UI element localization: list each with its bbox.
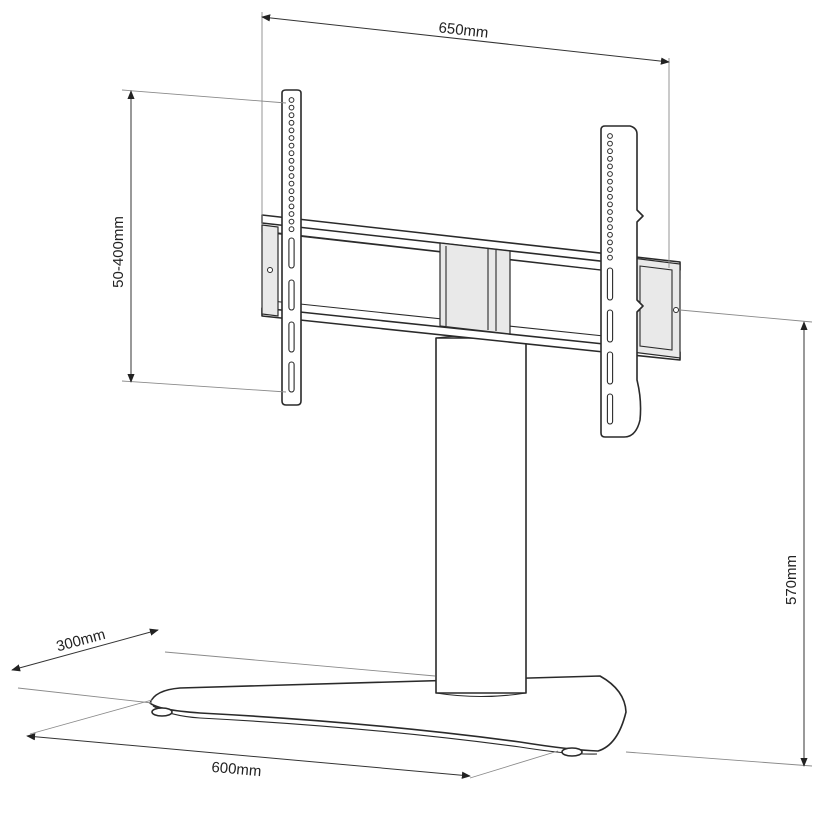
mounting-slot (606, 393, 614, 425)
mounting-hole (607, 231, 613, 238)
dim-label-50-400mm: 50-400mm (110, 216, 127, 288)
mounting-hole (607, 178, 613, 185)
mounting-hole (288, 119, 295, 126)
dim-line-650mm (261, 14, 670, 65)
mounting-slot (288, 321, 295, 353)
mounting-hole (607, 254, 613, 261)
mounting-slot (606, 351, 614, 385)
base-foot-left (151, 707, 173, 717)
mounting-hole (607, 247, 613, 253)
mounting-hole (288, 165, 295, 172)
mounting-hole (288, 218, 295, 225)
mounting-hole (607, 209, 613, 215)
vertical-bracket-right (600, 125, 644, 438)
rail-end-cap-right (631, 257, 681, 359)
mounting-hole (288, 127, 295, 134)
mounting-hole (288, 211, 295, 217)
mounting-hole (607, 224, 613, 231)
support-column (435, 335, 527, 698)
mounting-hole (288, 112, 295, 119)
dim-label-570mm: 570mm (783, 555, 800, 605)
mounting-hole (288, 142, 295, 149)
mounting-hole (288, 104, 295, 111)
base-foot-right (561, 747, 583, 757)
mounting-slot (606, 267, 614, 301)
rail-end-cap-left (261, 224, 279, 317)
mounting-hole (288, 135, 295, 141)
mounting-hole (607, 155, 613, 162)
mounting-hole (607, 171, 613, 177)
mounting-slot (288, 237, 295, 269)
mounting-hole (607, 186, 613, 193)
mounting-hole (288, 173, 295, 179)
dimension-lines (11, 14, 808, 779)
mounting-hole (607, 239, 613, 246)
dim-line-300mm (11, 628, 159, 672)
mounting-hole (607, 140, 613, 147)
dim-label-600mm: 600mm (211, 759, 262, 780)
mounting-hole (288, 203, 295, 210)
mounting-hole (288, 180, 295, 187)
mounting-hole (607, 148, 613, 155)
mounting-slot (606, 309, 614, 343)
mounting-hole (288, 150, 295, 157)
dim-line-600mm (26, 733, 471, 779)
base-plate (149, 675, 627, 757)
center-mount-block (439, 242, 511, 335)
mounting-hole (288, 226, 295, 233)
dim-label-650mm: 650mm (438, 19, 490, 41)
mounting-hole (288, 97, 295, 103)
mounting-hole (607, 201, 613, 208)
mounting-hole (607, 133, 613, 139)
mounting-hole (607, 193, 613, 200)
mounting-hole (607, 163, 613, 170)
mounting-hole (288, 157, 295, 164)
mounting-slot (288, 279, 295, 311)
mounting-hole (288, 195, 295, 202)
extension-lines (17, 12, 813, 779)
mounting-hole (288, 188, 295, 195)
mounting-hole (607, 216, 613, 223)
vertical-bracket-left (281, 89, 302, 406)
mounting-slot (288, 361, 295, 393)
